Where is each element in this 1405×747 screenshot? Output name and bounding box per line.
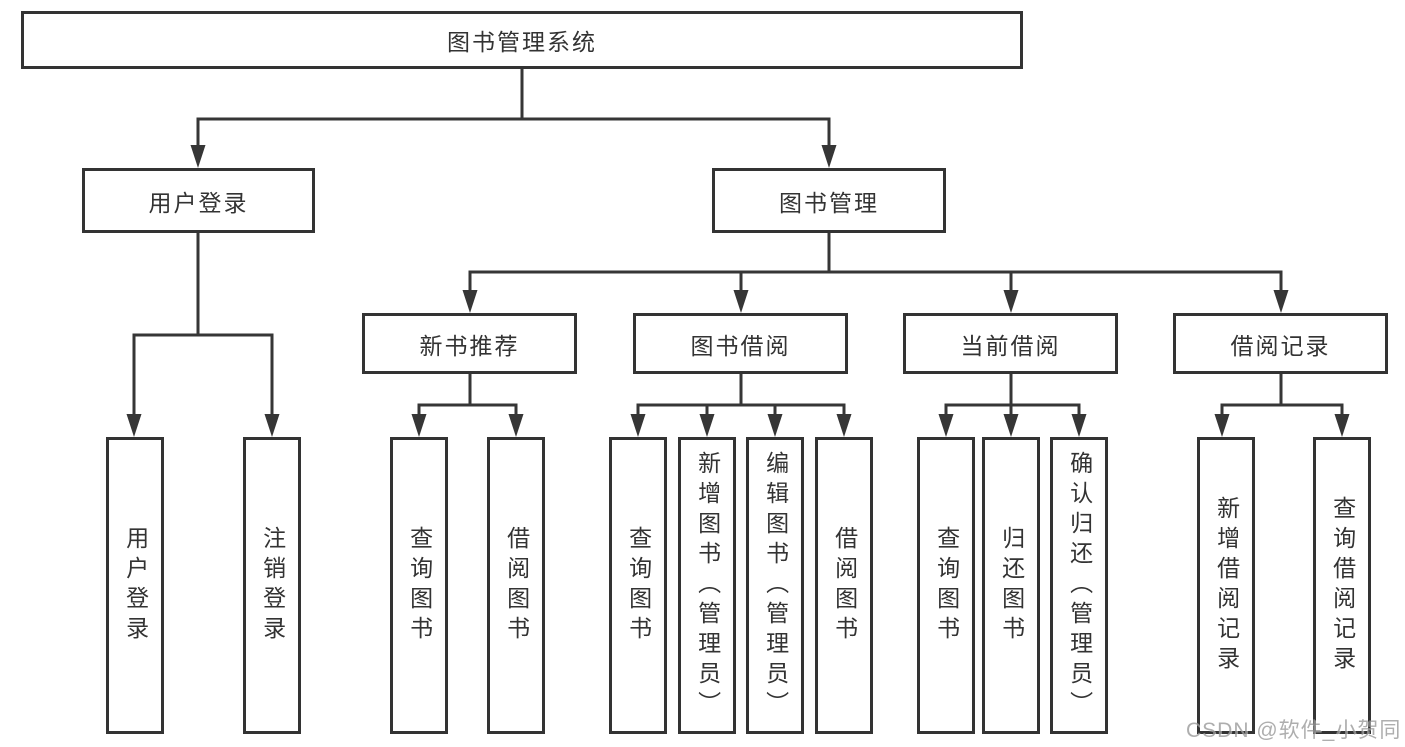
leaf-query-books-current: 查询图书 — [917, 437, 975, 734]
node-new-book-recommendation: 新书推荐 — [362, 313, 577, 374]
leaf-user-login: 用户登录 — [106, 437, 164, 734]
node-borrowing-records: 借阅记录 — [1173, 313, 1388, 374]
leaf-edit-books-admin: 编辑图书（管理员） — [746, 437, 804, 734]
leaf-borrow-books-newbook-label: 借阅图书 — [503, 525, 530, 646]
connector-book-borrow-children — [630, 373, 852, 437]
connector-current-borrow-children — [938, 373, 1087, 437]
leaf-logout: 注销登录 — [243, 437, 301, 734]
node-current-borrowing: 当前借阅 — [903, 313, 1118, 374]
leaf-edit-books-admin-label: 编辑图书（管理员） — [762, 450, 789, 721]
node-book-borrowing-label: 图书借阅 — [690, 332, 791, 359]
leaf-query-borrow-record: 查询借阅记录 — [1313, 437, 1371, 734]
connector-new-book-children — [411, 373, 524, 437]
leaf-add-borrow-record-label: 新增借阅记录 — [1213, 495, 1240, 676]
leaf-add-books-admin-label: 新增图书（管理员） — [694, 450, 721, 721]
leaf-confirm-return-admin-label: 确认归还（管理员） — [1066, 450, 1093, 721]
leaf-query-books-current-label: 查询图书 — [933, 525, 960, 646]
node-current-borrowing-label: 当前借阅 — [960, 332, 1061, 359]
node-user-login: 用户登录 — [82, 168, 315, 233]
leaf-add-borrow-record: 新增借阅记录 — [1197, 437, 1255, 734]
node-library-system: 图书管理系统 — [21, 11, 1023, 69]
leaf-query-books-newbook: 查询图书 — [390, 437, 448, 734]
connector-book-mgmt-children — [462, 232, 1289, 313]
connector-root-to-branches — [190, 68, 837, 168]
leaf-query-borrow-record-label: 查询借阅记录 — [1329, 495, 1356, 676]
leaf-user-login-label: 用户登录 — [122, 525, 149, 646]
node-book-management: 图书管理 — [712, 168, 946, 233]
leaf-borrow-books-newbook: 借阅图书 — [487, 437, 545, 734]
leaf-confirm-return-admin: 确认归还（管理员） — [1050, 437, 1108, 734]
node-book-borrowing: 图书借阅 — [633, 313, 848, 374]
node-new-book-recommendation-label: 新书推荐 — [419, 332, 520, 359]
node-borrowing-records-label: 借阅记录 — [1230, 332, 1331, 359]
connector-borrow-record-children — [1214, 373, 1350, 437]
leaf-borrow-books-borrow-label: 借阅图书 — [831, 525, 858, 646]
leaf-return-books: 归还图书 — [982, 437, 1040, 734]
leaf-return-books-label: 归还图书 — [998, 525, 1025, 646]
leaf-add-books-admin: 新增图书（管理员） — [678, 437, 736, 734]
node-library-system-label: 图书管理系统 — [447, 29, 597, 55]
leaf-logout-label: 注销登录 — [259, 525, 286, 646]
leaf-query-books-borrow-label: 查询图书 — [625, 525, 652, 646]
csdn-watermark: CSDN @软件_小贺同学 — [1186, 719, 1402, 742]
leaf-query-books-borrow: 查询图书 — [609, 437, 667, 734]
node-user-login-label: 用户登录 — [148, 189, 249, 216]
node-book-management-label: 图书管理 — [779, 189, 879, 216]
leaf-query-books-newbook-label: 查询图书 — [406, 525, 433, 646]
connector-user-login-children — [126, 232, 280, 437]
leaf-borrow-books-borrow: 借阅图书 — [815, 437, 873, 734]
